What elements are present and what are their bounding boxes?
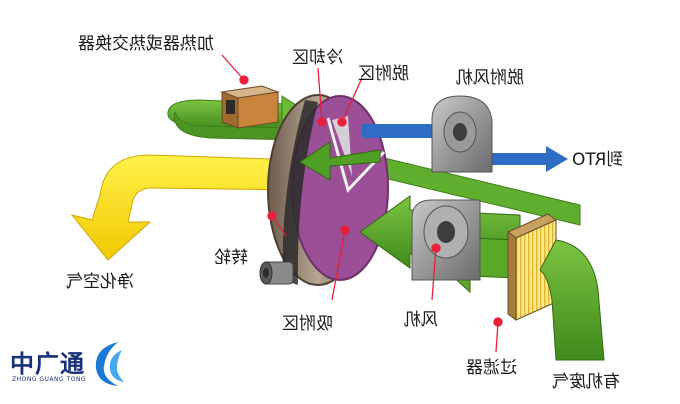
label-desorption-fan: 脱附风机 bbox=[456, 68, 524, 88]
filter-unit bbox=[507, 213, 557, 321]
waste-gas-inlet bbox=[539, 239, 605, 361]
rotor-sector-lines bbox=[326, 117, 386, 193]
label-fan: 风机 bbox=[404, 310, 438, 330]
label-clean-air: 净化空气 bbox=[66, 272, 134, 292]
label-organic-waste-gas: 有机废气 bbox=[552, 372, 620, 392]
rotor-motor bbox=[259, 261, 294, 285]
brand-logo: 中广通 ZHONG GUANG TONG bbox=[4, 338, 134, 394]
brand-name-en: ZHONG GUANG TONG bbox=[12, 376, 87, 383]
brand-swirl-icon bbox=[95, 342, 124, 386]
cooling-flow bbox=[299, 141, 381, 181]
label-cooling-zone: 冷却区 bbox=[292, 48, 343, 68]
clean-air-flow bbox=[70, 154, 301, 261]
label-filter: 过滤器 bbox=[466, 358, 517, 378]
callout-markers bbox=[221, 54, 503, 353]
desorption-fan bbox=[431, 95, 493, 173]
label-rotor: 转轮 bbox=[214, 248, 248, 268]
brand-name-cn: 中广通 bbox=[10, 350, 85, 378]
label-to-rto: 到RTO bbox=[572, 150, 624, 170]
drive-belt bbox=[282, 100, 318, 285]
heater-box bbox=[220, 85, 280, 129]
label-adsorption-zone: 吸附区 bbox=[282, 314, 333, 334]
label-heater: 加热器或热交换器 bbox=[78, 34, 214, 54]
process-fan bbox=[411, 199, 481, 281]
label-desorption-zone: 脱附区 bbox=[358, 64, 409, 84]
